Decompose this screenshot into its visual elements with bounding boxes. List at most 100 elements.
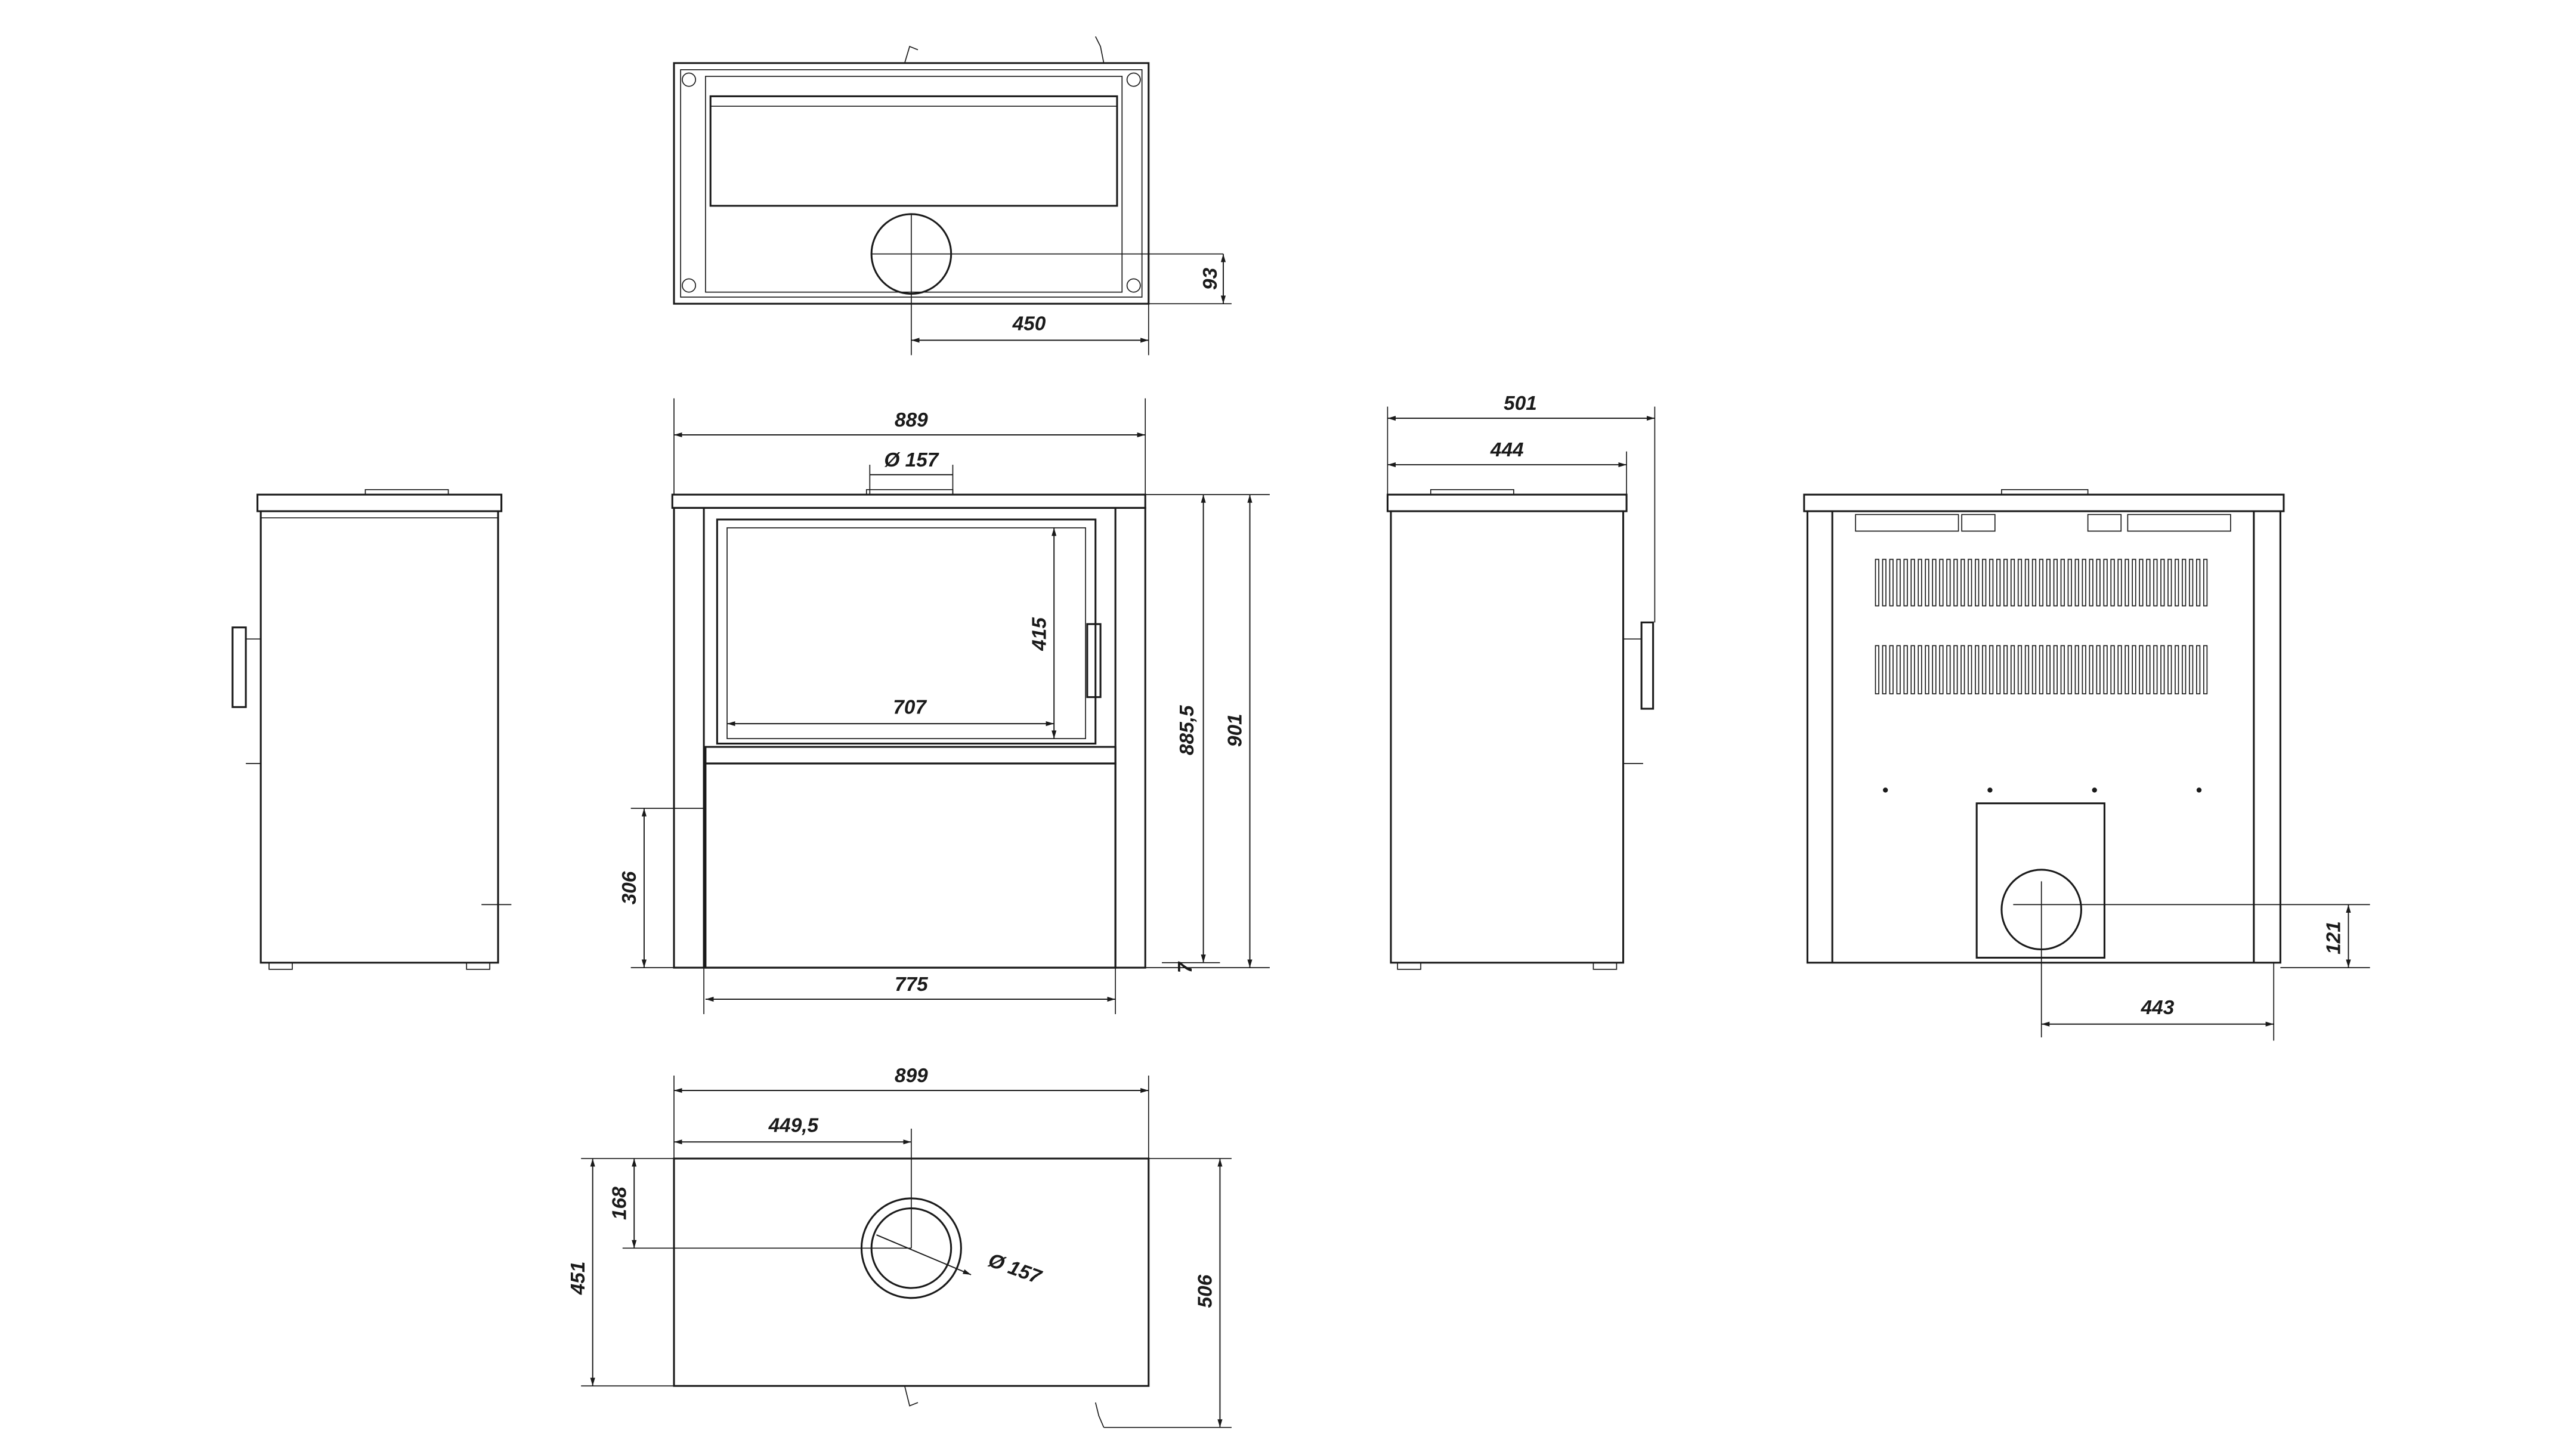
vent-slot (2060, 645, 2065, 694)
vent-slot (1932, 645, 1937, 694)
dim-885-5: 885,5 (1176, 705, 1198, 755)
vent-slot (2117, 558, 2122, 607)
vent-slot (2003, 645, 2008, 694)
vent-slot (1996, 645, 2001, 694)
vent-slot (2089, 645, 2093, 694)
dim-121: 121 (2323, 921, 2345, 954)
vent-slot (2160, 558, 2165, 607)
back-view: 121 443 (1803, 489, 2370, 1041)
vent-slot (2031, 558, 2037, 607)
vent-slot (2167, 645, 2172, 694)
vent-slot (2082, 645, 2086, 694)
vent-slot (1889, 645, 1894, 694)
right-side-view: 501 444 (1386, 393, 1656, 970)
vent-slot (2153, 558, 2158, 607)
vent-slot (1968, 645, 1972, 694)
vent-slot (1918, 645, 1922, 694)
vent-slot (2046, 645, 2051, 694)
vent-slot (1882, 558, 1887, 607)
vent-slot (2203, 558, 2208, 607)
vent-slot (1939, 558, 1944, 607)
vent-slot (2067, 645, 2072, 694)
vent-slot (2189, 558, 2194, 607)
vent-slot (2017, 558, 2023, 607)
vent-slot (2175, 558, 2179, 607)
vent-slot (2203, 645, 2208, 694)
dim-bottom-flue-diameter: Ø 157 (985, 1249, 1044, 1289)
dim-501: 501 (1504, 393, 1537, 415)
vent-slot (1996, 558, 2001, 607)
dim-899: 899 (895, 1065, 928, 1087)
vent-slot (1982, 558, 1987, 607)
vent-slot (2132, 645, 2136, 694)
vent-slot (1910, 645, 1915, 694)
dim-901: 901 (1224, 713, 1247, 747)
vent-slot (1925, 558, 1929, 607)
dim-889: 889 (895, 409, 928, 431)
vent-slot (1875, 558, 1879, 607)
vent-slot (2146, 645, 2151, 694)
dim-450: 450 (1012, 313, 1046, 335)
vent-slot (2031, 645, 2037, 694)
vent-slot (2124, 558, 2129, 607)
vent-slot (1903, 645, 1908, 694)
dim-93: 93 (1199, 267, 1221, 290)
dim-707: 707 (893, 696, 927, 718)
vent-slot (2124, 645, 2129, 694)
dim-506: 506 (1195, 1274, 1217, 1308)
vent-slot (2189, 645, 2194, 694)
vent-slot (2039, 558, 2044, 607)
dim-306: 306 (619, 871, 641, 904)
vent-slot (2010, 558, 2015, 607)
vent-slot (1953, 558, 1958, 607)
left-side-view (231, 489, 512, 970)
vent-slot (1953, 645, 1958, 694)
window (716, 518, 1097, 745)
front-view: 889 Ø 157 415 707 885,5 901 7 306 775 (619, 398, 1270, 1015)
vent-slot (2139, 558, 2144, 607)
vent-slot (1932, 558, 1937, 607)
vent-slot (2074, 645, 2079, 694)
vent-slot (1960, 645, 1965, 694)
vent-slot (2017, 645, 2023, 694)
top-view: 93 450 (673, 36, 1232, 356)
vent-slot (1968, 558, 1972, 607)
lower-panel (704, 762, 1117, 969)
vent-slot (2110, 645, 2115, 694)
vent-slot (2146, 558, 2151, 607)
vent-slot (1896, 558, 1901, 607)
vent-slot (2074, 558, 2079, 607)
vent-slot (2039, 645, 2044, 694)
vent-slot (2196, 558, 2201, 607)
vent-slot (2153, 645, 2158, 694)
vent-slot (1975, 645, 1980, 694)
vent-slot (2182, 645, 2187, 694)
vent-slot (2082, 558, 2086, 607)
dim-flue-diameter: Ø 157 (884, 449, 939, 471)
vent-slot (1875, 645, 1879, 694)
dim-451: 451 (567, 1262, 589, 1296)
dim-775: 775 (895, 974, 928, 996)
door-handle (1640, 621, 1655, 710)
vent-slot (2053, 558, 2058, 607)
door-handle (231, 626, 247, 708)
dim-7: 7 (1174, 961, 1196, 973)
flue-plate (1975, 802, 2105, 959)
bottom-view: Ø 157 899 449,5 168 451 506 (567, 1065, 1232, 1428)
dim-444: 444 (1490, 439, 1524, 461)
vent-slot (2139, 645, 2144, 694)
vent-slot (2196, 645, 2201, 694)
vent-slot (1975, 558, 1980, 607)
door-handle (1086, 623, 1102, 699)
vent-slot (1989, 645, 1994, 694)
vent-slot (2010, 645, 2015, 694)
vent-slot (2024, 558, 2030, 607)
vent-slot (2067, 558, 2072, 607)
vent-slot (1910, 558, 1915, 607)
vent-slot (2089, 558, 2093, 607)
vent-slot (2175, 645, 2179, 694)
vent-slot (1960, 558, 1965, 607)
vent-slot (2103, 645, 2108, 694)
vent-slot (1903, 558, 1908, 607)
